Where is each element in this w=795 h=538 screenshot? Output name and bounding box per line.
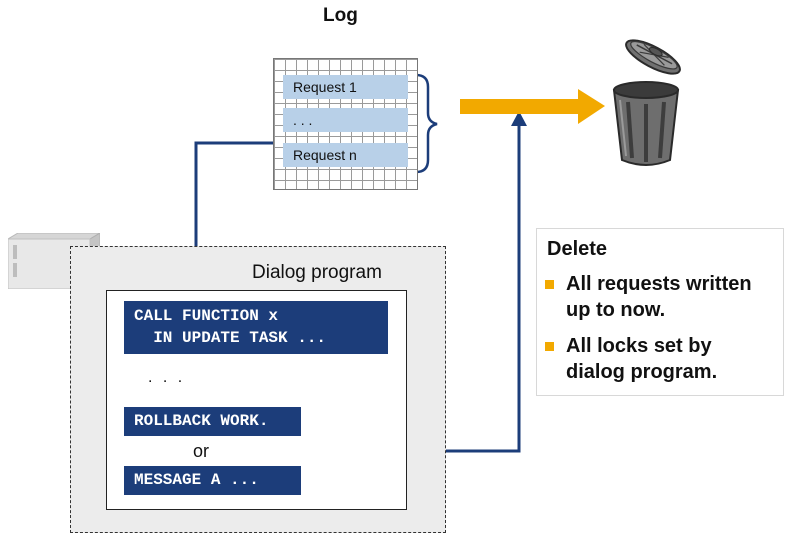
trash-can-icon [612,39,681,166]
bullet-2-marker [545,342,554,351]
delete-title: Delete [547,238,608,260]
delete-arrow-shaft [460,99,582,114]
delete-info-box [536,228,784,396]
call-function-line-2: IN UPDATE TASK ... [134,329,327,347]
delete-arrow-head [578,89,605,124]
log-request-ellipsis: . . . [283,108,408,132]
message-a-code: MESSAGE A ... [124,466,301,495]
log-title: Log [323,5,358,26]
log-request-n: Request n [283,143,408,167]
call-function-line-1: CALL FUNCTION x [134,307,279,325]
rollback-work-code: ROLLBACK WORK. [124,407,301,436]
write-connector-line [194,141,282,290]
bullet-1-marker [545,280,554,289]
requests-brace [415,73,438,174]
call-function-code: CALL FUNCTION x IN UPDATE TASK ... [124,301,388,354]
or-label: or [193,441,210,461]
delete-item-1-line-1: All requests written [566,273,752,295]
delete-item-1-line-2: up to now. [566,299,666,321]
dialog-program-title: Dialog program [252,262,382,283]
code-ellipsis: . . . [148,369,186,386]
rollback-arrowhead [511,111,527,126]
delete-item-2-line-2: dialog program. [566,361,718,383]
log-request-1: Request 1 [283,75,408,99]
delete-item-2: All locks set by dialog program. [566,333,717,385]
delete-item-1: All requests written up to now. [566,271,752,323]
delete-item-2-line-1: All locks set by [566,335,712,357]
